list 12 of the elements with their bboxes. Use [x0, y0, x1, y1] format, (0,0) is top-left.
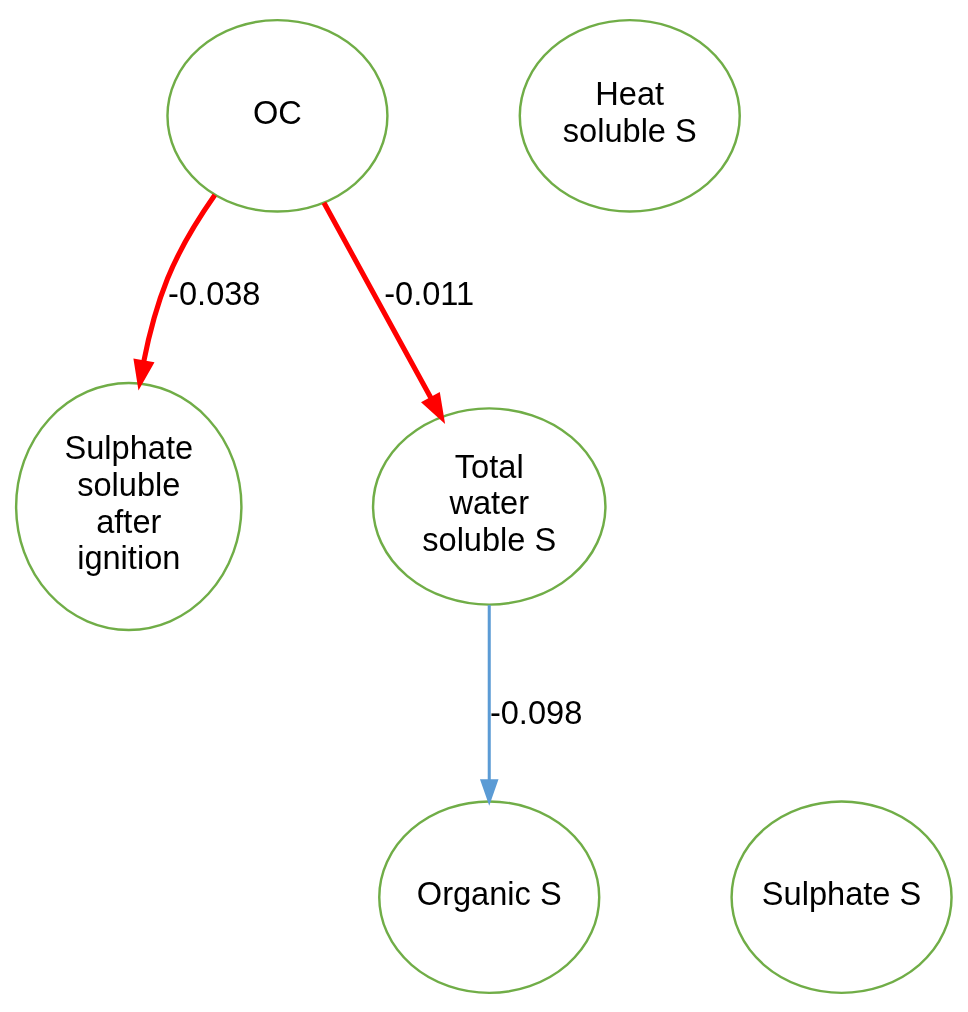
node-ellipse: Heat soluble S: [518, 18, 741, 213]
node-circle: Sulphate soluble after ignition: [14, 381, 243, 631]
node-ellipse: Sulphate S: [730, 799, 953, 994]
edge-label: -0.011: [384, 275, 475, 312]
node-ellipse: Organic S: [378, 799, 601, 994]
arrow: [321, 201, 446, 424]
arrow: [479, 604, 499, 806]
node-ellipse: Total water soluble S: [371, 406, 607, 606]
edge-label: -0.098: [489, 694, 583, 731]
node-ellipse: OC: [166, 18, 389, 213]
arrow: [133, 193, 217, 390]
edge-label: -0.038: [168, 275, 261, 312]
